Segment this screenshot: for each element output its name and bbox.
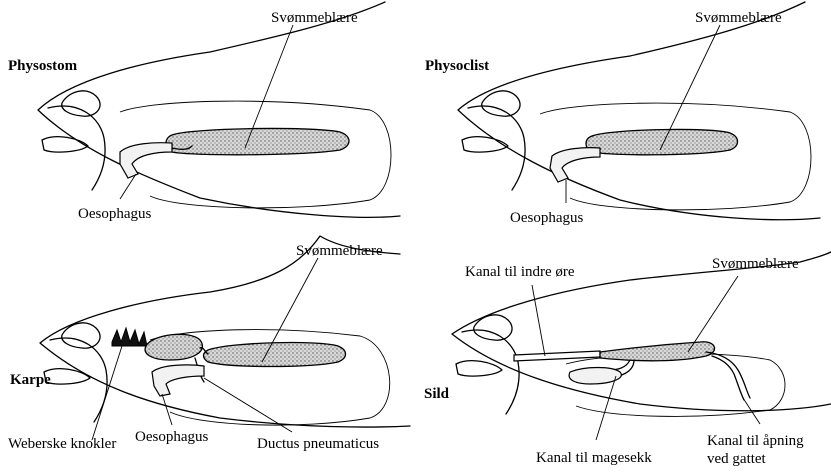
vent-label-line2: ved gattet (707, 451, 767, 467)
oesophagus-leader (162, 394, 172, 425)
oesophagus-tube (120, 143, 172, 178)
panel-physostom: Physostom Svømmeblære Oesophagus (8, 2, 400, 222)
swim-bladder (600, 342, 715, 361)
inner-ear-leader (532, 285, 545, 356)
panel-title: Physostom (8, 58, 78, 74)
swim-bladder-label: Svømmeblære (712, 256, 799, 272)
ductus-label: Ductus pneumaticus (257, 436, 379, 452)
oesophagus-label: Oesophagus (78, 206, 151, 222)
swim-bladder-label: Svømmeblære (271, 10, 358, 26)
panel-title: Physoclist (425, 58, 489, 74)
panel-physoclist: Physoclist Svømmeblære Oesophagus (425, 2, 820, 226)
vent-canal (706, 352, 750, 400)
eye (482, 91, 520, 116)
gill-cover (50, 338, 107, 422)
swim-bladder-leader (688, 276, 738, 352)
fish-outline (38, 2, 400, 217)
swim-bladder (586, 129, 738, 154)
swim-bladder-label: Svømmeblære (296, 243, 383, 259)
oesophagus-tube (550, 148, 600, 182)
oesophagus-tube (152, 365, 204, 396)
eye (62, 91, 100, 116)
ductus-leader (204, 378, 292, 432)
mouth (456, 361, 502, 376)
oesophagus-label: Oesophagus (510, 210, 583, 226)
anterior-chamber (145, 334, 202, 360)
mouth (462, 137, 508, 152)
posterior-chamber (204, 343, 346, 367)
gill-cover (462, 330, 519, 414)
panel-title: Karpe (10, 372, 51, 388)
gill-cover (468, 106, 525, 190)
panel-karpe: Karpe Svømmeblære Weberske knokler Oesop… (8, 236, 410, 452)
fish-outline (40, 236, 410, 427)
vent-label-line1: Kanal til åpning (707, 433, 804, 449)
fish-outline (458, 2, 820, 220)
mouth (42, 137, 88, 152)
weberian-label: Weberske knokler (8, 436, 116, 452)
stomach-leader (596, 376, 616, 440)
panel-sild: Sild Kanal til indre øre Svømmeblære Kan… (424, 252, 831, 467)
oesophagus-label: Oesophagus (135, 429, 208, 445)
stomach (569, 368, 621, 385)
stomach-label: Kanal til magesekk (536, 450, 652, 466)
mouth (44, 369, 90, 384)
body-cavity (566, 354, 785, 417)
inner-ear-label: Kanal til indre øre (465, 264, 575, 280)
swim-bladder (166, 128, 349, 154)
swim-bladder-label: Svømmeblære (695, 10, 782, 26)
weberian-ossicles (112, 328, 147, 346)
panel-title: Sild (424, 386, 450, 402)
weberian-leader (92, 346, 122, 440)
gill-cover (48, 106, 105, 190)
